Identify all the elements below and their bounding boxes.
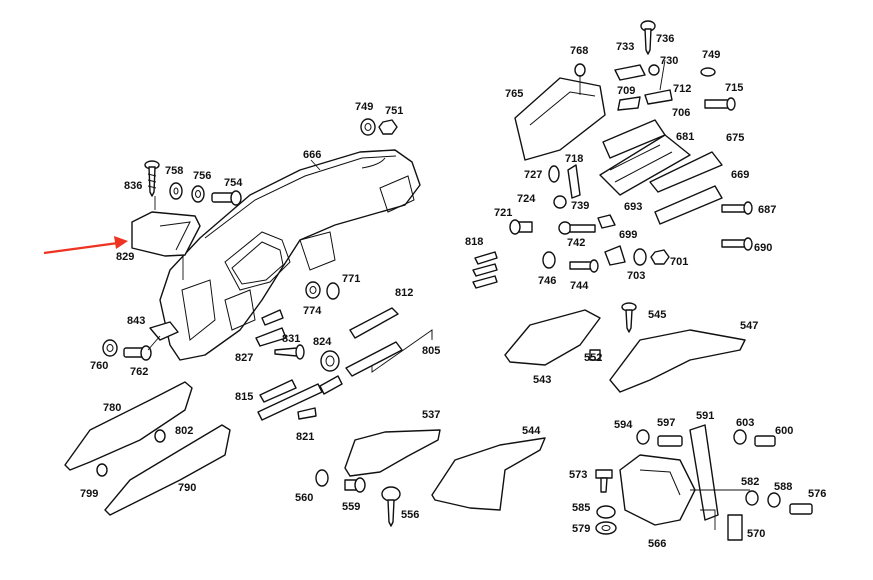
label-736: 736 xyxy=(656,33,674,45)
label-582: 582 xyxy=(741,476,759,488)
label-744: 744 xyxy=(570,280,589,292)
label-836: 836 xyxy=(124,180,142,192)
label-762: 762 xyxy=(130,366,148,378)
label-746: 746 xyxy=(538,275,556,287)
label-733: 733 xyxy=(616,41,634,53)
label-666: 666 xyxy=(303,149,321,161)
label-802: 802 xyxy=(175,425,193,437)
label-570: 570 xyxy=(747,528,765,540)
label-818: 818 xyxy=(465,236,483,248)
label-537: 537 xyxy=(422,409,440,421)
label-721: 721 xyxy=(494,207,512,219)
label-588: 588 xyxy=(774,481,792,493)
label-805: 805 xyxy=(422,345,440,357)
label-827: 827 xyxy=(235,352,253,364)
label-579: 579 xyxy=(572,523,590,535)
label-703: 703 xyxy=(627,270,645,282)
label-799: 799 xyxy=(80,488,98,500)
label-576: 576 xyxy=(808,488,826,500)
label-718: 718 xyxy=(565,153,583,165)
label-547: 547 xyxy=(740,320,758,332)
label-771: 771 xyxy=(342,273,360,285)
label-603: 603 xyxy=(736,417,754,429)
label-687: 687 xyxy=(758,204,776,216)
glovebox-group xyxy=(509,20,753,333)
label-815: 815 xyxy=(235,391,253,403)
part-number-labels: 666 749 751 758 756 754 836 829 843 760 … xyxy=(80,33,826,550)
label-758: 758 xyxy=(165,165,183,177)
center-lower-brackets xyxy=(315,429,546,527)
label-585: 585 xyxy=(572,502,590,514)
label-774: 774 xyxy=(303,305,322,317)
label-829: 829 xyxy=(116,251,134,263)
label-768: 768 xyxy=(570,45,588,57)
label-699: 699 xyxy=(619,229,637,241)
label-754: 754 xyxy=(224,177,243,189)
label-681: 681 xyxy=(676,131,694,143)
label-701: 701 xyxy=(670,256,688,268)
label-706: 706 xyxy=(672,107,690,119)
label-600: 600 xyxy=(775,425,793,437)
label-730: 730 xyxy=(660,55,678,67)
label-831: 831 xyxy=(282,333,300,345)
label-749: 749 xyxy=(355,101,373,113)
knee-panels xyxy=(64,381,231,516)
air-duct-parts xyxy=(504,309,746,393)
label-545: 545 xyxy=(648,309,666,321)
label-739: 739 xyxy=(571,200,589,212)
label-812: 812 xyxy=(395,287,413,299)
lower-bracket-group xyxy=(595,424,813,541)
label-552: 552 xyxy=(584,352,602,364)
label-597: 597 xyxy=(657,417,675,429)
dashboard-carrier-part xyxy=(159,149,421,361)
label-690: 690 xyxy=(754,242,772,254)
label-543: 543 xyxy=(533,374,551,386)
label-724: 724 xyxy=(517,193,536,205)
label-566: 566 xyxy=(648,538,666,550)
label-765: 765 xyxy=(505,88,523,100)
label-821: 821 xyxy=(296,431,314,443)
label-780: 780 xyxy=(103,402,121,414)
label-712: 712 xyxy=(673,83,691,95)
label-594: 594 xyxy=(614,419,633,431)
label-591: 591 xyxy=(696,410,714,422)
pointer-arrow xyxy=(43,236,128,255)
label-843: 843 xyxy=(127,315,145,327)
label-675: 675 xyxy=(726,132,744,144)
label-715: 715 xyxy=(725,82,743,94)
leader-lines xyxy=(147,59,666,351)
label-790: 790 xyxy=(178,482,196,494)
label-749-b: 749 xyxy=(702,49,720,61)
fastener-group-left xyxy=(102,118,398,372)
trim-strips xyxy=(255,251,498,421)
label-824: 824 xyxy=(313,336,332,348)
label-669: 669 xyxy=(731,169,749,181)
label-727: 727 xyxy=(524,169,542,181)
label-709: 709 xyxy=(617,85,635,97)
label-751: 751 xyxy=(385,105,403,117)
label-544: 544 xyxy=(522,425,541,437)
label-693: 693 xyxy=(624,201,642,213)
label-742: 742 xyxy=(567,237,585,249)
label-560: 560 xyxy=(295,492,313,504)
label-760: 760 xyxy=(90,360,108,372)
label-573: 573 xyxy=(569,469,587,481)
label-556: 556 xyxy=(401,509,419,521)
label-559: 559 xyxy=(342,501,360,513)
label-756: 756 xyxy=(193,170,211,182)
